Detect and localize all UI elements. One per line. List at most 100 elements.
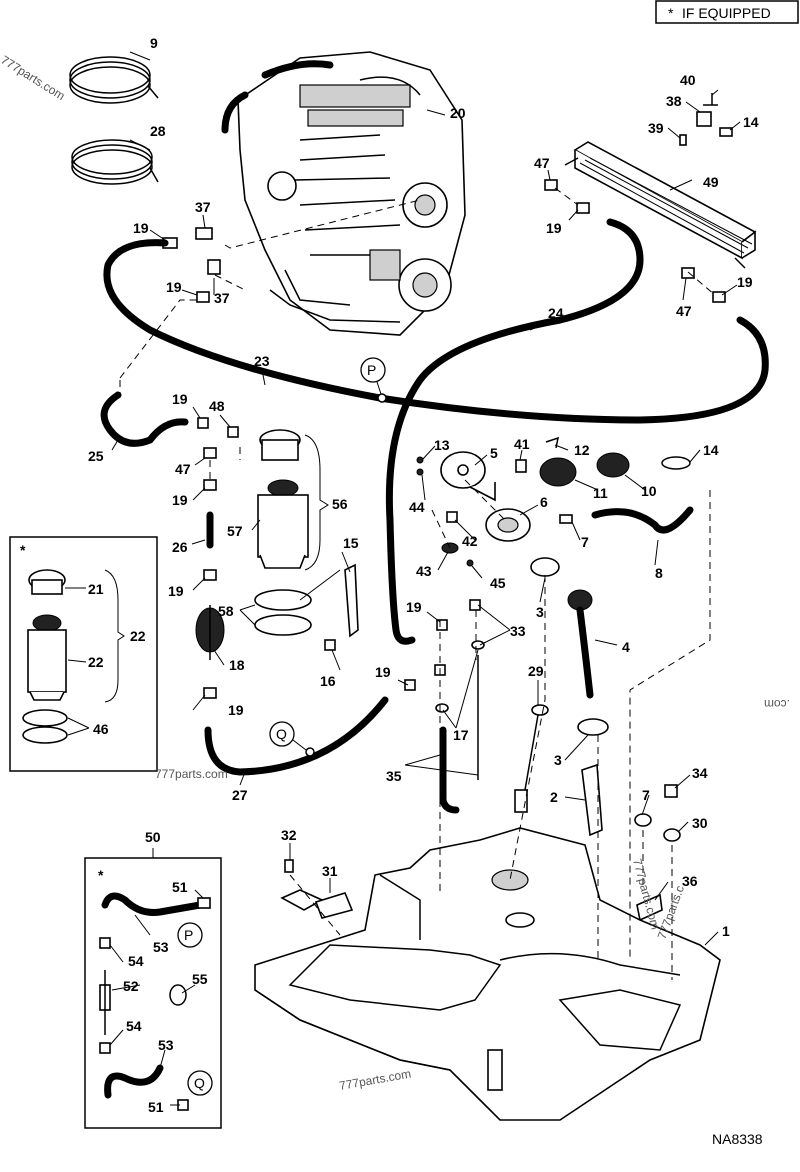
hose-25: [100, 391, 189, 447]
callout-42: 42: [462, 533, 478, 549]
callout-19-c: 19: [546, 220, 562, 236]
callout-54-b: 54: [126, 1018, 142, 1034]
callout-7b: 7: [642, 787, 650, 803]
callout-49: 49: [703, 174, 719, 190]
callout-21: 21: [88, 581, 104, 597]
callout-1: 1: [722, 923, 730, 939]
if-equipped-box: * IF EQUIPPED: [655, 0, 799, 24]
callout-57: 57: [227, 523, 243, 539]
connection-point-p: P: [360, 357, 387, 403]
watermark-right: .com: [764, 697, 790, 711]
callout-22-outer: 22: [130, 628, 146, 644]
callout-11: 11: [593, 485, 608, 501]
hose-coil-9: [69, 56, 159, 104]
primer-line: [195, 447, 225, 699]
callout-19-h: 19: [228, 702, 244, 718]
callout-54-a: 54: [128, 953, 144, 969]
inset-connection-q: Q: [194, 1075, 205, 1091]
engine-fittings: [162, 179, 726, 303]
callout-5: 5: [490, 445, 498, 461]
callout-4: 4: [622, 639, 630, 655]
callout-25: 25: [88, 448, 104, 464]
callout-35: 35: [386, 768, 402, 784]
drawing-id: NA8338: [712, 1131, 763, 1147]
callout-33: 33: [510, 623, 526, 639]
callout-14b: 14: [743, 114, 759, 130]
fuel-filter-assembly: [197, 417, 312, 636]
callout-14a: 14: [703, 442, 719, 458]
connection-point-q: Q: [269, 721, 315, 757]
callout-13: 13: [434, 437, 450, 453]
callout-15: 15: [343, 535, 359, 551]
callout-19-i: 19: [406, 599, 422, 615]
pickup-tubes: [404, 599, 485, 814]
callout-34: 34: [692, 765, 708, 781]
fuel-hose-23: [103, 239, 769, 424]
callout-19-d: 19: [737, 274, 753, 290]
leader-lines: [65, 51, 741, 1106]
callout-2: 2: [550, 789, 558, 805]
callout-10: 10: [641, 483, 657, 499]
callout-19-j: 19: [375, 664, 391, 680]
hose-27: [204, 696, 389, 776]
hose-8: [591, 506, 694, 534]
fuel-sender-29: [514, 704, 549, 813]
callout-50: 50: [145, 829, 161, 845]
callout-53-a: 53: [153, 939, 169, 955]
callout-28: 28: [150, 123, 166, 139]
connection-p-label: P: [367, 362, 376, 378]
callout-26: 26: [172, 539, 188, 555]
callout-31: 31: [322, 863, 338, 879]
callout-8: 8: [655, 565, 663, 581]
callout-47-c: 47: [175, 461, 191, 477]
strap-31: [280, 859, 354, 919]
callout-41: 41: [514, 436, 530, 452]
inset-asterisk: *: [20, 542, 26, 558]
watermark-mid-left: 777parts.com: [155, 767, 228, 781]
inset-asterisk-2: *: [98, 867, 104, 883]
inset-filter-kit: *: [9, 536, 158, 772]
callout-17: 17: [453, 727, 469, 743]
inset-connection-p: P: [184, 927, 193, 943]
dashed-guides: [209, 187, 716, 980]
inset-separator-kit: * P Q: [84, 857, 222, 1129]
callout-38: 38: [666, 93, 682, 109]
callout-12: 12: [574, 442, 590, 458]
callout-20: 20: [450, 105, 466, 121]
watermark-top-left: 777parts.com: [0, 53, 67, 103]
fuel-hose-24: [385, 218, 644, 645]
callout-37-b: 37: [214, 290, 230, 306]
callout-7a: 7: [581, 534, 589, 550]
equipped-label: IF EQUIPPED: [682, 5, 771, 21]
tank-sender-parts: [416, 436, 691, 567]
engine: [221, 51, 466, 336]
callout-3b: 3: [554, 752, 562, 768]
callouts: 1 2 3 3 3 4 5 6 7 7 8 9 10 11 12 13 14 1…: [88, 35, 759, 1115]
callout-19-b: 19: [166, 279, 182, 295]
callout-6: 6: [540, 494, 548, 510]
callout-30: 30: [692, 815, 708, 831]
callout-9: 9: [150, 35, 158, 51]
callout-3a: 3: [536, 604, 544, 620]
callout-19-g: 19: [168, 583, 184, 599]
callout-18: 18: [229, 657, 245, 673]
callout-36: 36: [682, 873, 698, 889]
fitting-cluster-38: [679, 93, 733, 146]
callout-32: 32: [281, 827, 297, 843]
callout-19-a: 19: [133, 220, 149, 236]
callout-52: 52: [123, 978, 139, 994]
cap-parts: [634, 784, 681, 922]
callout-43: 43: [416, 563, 432, 579]
callout-29: 29: [528, 663, 544, 679]
callout-27: 27: [232, 787, 248, 803]
callout-47-b: 47: [676, 303, 692, 319]
callout-44: 44: [409, 499, 425, 515]
callout-51-b: 51: [148, 1099, 164, 1115]
bracket-15: [324, 563, 359, 651]
callout-46: 46: [93, 721, 109, 737]
callout-19-f: 19: [172, 492, 188, 508]
filler-neck: [530, 557, 609, 837]
callout-37-a: 37: [195, 199, 211, 215]
fuel-cooler: [564, 141, 757, 269]
watermark-bottom: 777parts.com: [338, 1067, 412, 1093]
